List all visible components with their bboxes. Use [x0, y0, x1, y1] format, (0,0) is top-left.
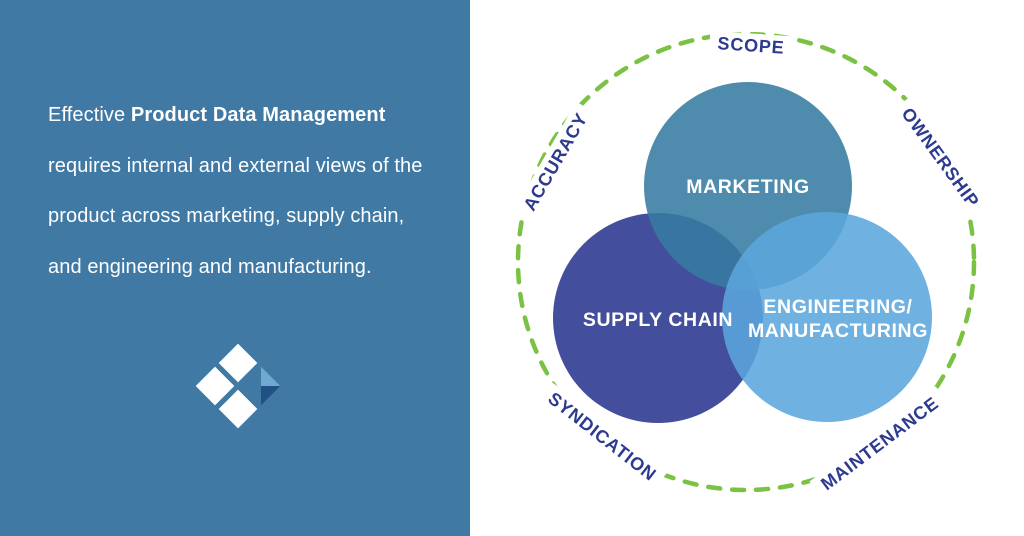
description-line2: requires internal and external views of … — [48, 154, 423, 177]
description-line1-bold: Product Data Management — [130, 104, 386, 126]
logo-fold-top — [261, 366, 281, 386]
left-text-panel: Effective Product Data Management requir… — [0, 0, 472, 536]
logo-svg — [195, 343, 281, 429]
diamond-fold-logo-icon — [192, 340, 284, 432]
venn-diagram: MARKETING SUPPLY CHAIN ENGINEERING/ MANU… — [515, 31, 977, 493]
venn-panel: MARKETING SUPPLY CHAIN ENGINEERING/ MANU… — [470, 0, 1024, 536]
engineering-label-line1: ENGINEERING/ — [763, 296, 912, 318]
venn-circle-engineering-manufacturing — [722, 212, 932, 422]
logo-diamond-top — [218, 343, 258, 383]
logo-diamond-left — [195, 366, 235, 406]
description-line4: and engineering and manufacturing. — [48, 255, 372, 278]
marketing-label: MARKETING — [686, 176, 809, 198]
supply-chain-label: SUPPLY CHAIN — [583, 309, 733, 331]
dashed-ring — [515, 31, 977, 493]
engineering-label-line2: MANUFACTURING — [748, 320, 928, 342]
description-line1-normal: Effective — [48, 104, 131, 126]
logo-fold-bottom — [261, 386, 281, 406]
description-line3: product across marketing, supply chain, — [48, 205, 405, 227]
logo-diamond-bottom — [218, 389, 258, 429]
description-text: Effective Product Data Management requir… — [48, 90, 448, 292]
